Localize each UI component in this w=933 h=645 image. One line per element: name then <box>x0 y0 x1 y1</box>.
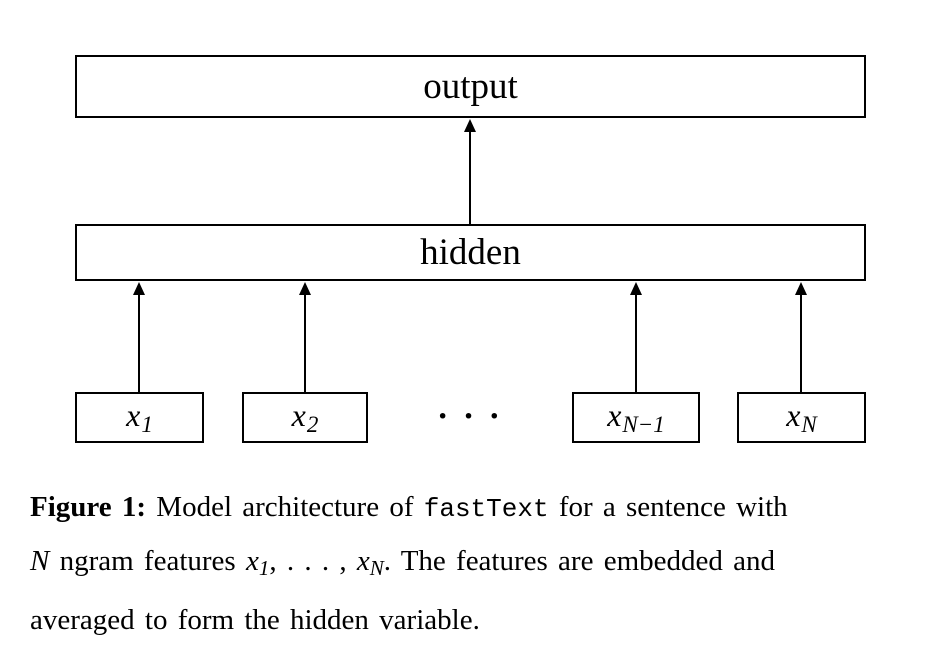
output-box: output <box>75 55 866 118</box>
arrowhead-icon <box>299 282 311 295</box>
input-box-xn: xN <box>737 392 866 443</box>
hidden-to-output-arrow <box>463 119 477 225</box>
fasttext-code: fastText <box>423 494 549 524</box>
input-label-x1: x1 <box>126 399 153 436</box>
input-label-xn: xN <box>786 399 817 436</box>
caption-text: . The features are embedded and <box>383 545 775 577</box>
math-x: x <box>245 545 259 577</box>
math-subscript: 1 <box>258 556 270 580</box>
xn-to-hidden-arrow <box>794 282 808 392</box>
arrow-shaft <box>138 295 140 392</box>
arrow-shaft <box>304 295 306 392</box>
caption-text: for a sentence with <box>548 491 788 523</box>
caption-text: Model architecture of <box>146 491 424 523</box>
input-box-xn-1: xN−1 <box>572 392 700 443</box>
math-N: N <box>30 545 50 577</box>
x2-to-hidden-arrow <box>298 282 312 392</box>
caption-text: , . . . , <box>269 545 357 577</box>
caption-line-1: Figure 1: Model architecture of fastText… <box>30 481 920 535</box>
arrow-shaft <box>635 295 637 392</box>
math-subscript: N <box>369 556 384 580</box>
caption-line-2: N ngram features x1, . . . , xN. The fea… <box>30 535 920 594</box>
caption-text: ngram features <box>49 545 246 577</box>
output-label: output <box>423 66 518 107</box>
input-box-x1: x1 <box>75 392 204 443</box>
figure-number-label: Figure 1: <box>30 491 147 523</box>
math-base: x <box>291 397 306 433</box>
input-box-x2: x2 <box>242 392 368 443</box>
caption-line-3: averaged to form the hidden variable. <box>30 594 920 645</box>
hidden-box: hidden <box>75 224 866 281</box>
xn-1-to-hidden-arrow <box>629 282 643 392</box>
ellipsis-dots: · · · <box>436 398 504 435</box>
arrowhead-icon <box>795 282 807 295</box>
arrowhead-icon <box>630 282 642 295</box>
math-subscript: 2 <box>306 412 319 437</box>
input-label-xn-1: xN−1 <box>607 399 665 436</box>
math-base: x <box>126 397 141 433</box>
math-x: x <box>356 545 370 577</box>
arrow-shaft <box>800 295 802 392</box>
hidden-label: hidden <box>420 232 521 273</box>
arrowhead-icon <box>464 119 476 132</box>
arrow-shaft <box>469 132 471 225</box>
caption-text: averaged to form the hidden variable. <box>30 604 480 636</box>
math-base: x <box>607 397 622 433</box>
math-subscript: 1 <box>141 412 153 437</box>
x1-to-hidden-arrow <box>132 282 146 392</box>
figure-caption: Figure 1: Model architecture of fastText… <box>30 481 920 645</box>
arrowhead-icon <box>133 282 145 295</box>
math-base: x <box>786 397 801 433</box>
input-label-x2: x2 <box>292 399 319 436</box>
math-subscript: N−1 <box>622 412 665 437</box>
math-subscript: N <box>801 412 817 437</box>
